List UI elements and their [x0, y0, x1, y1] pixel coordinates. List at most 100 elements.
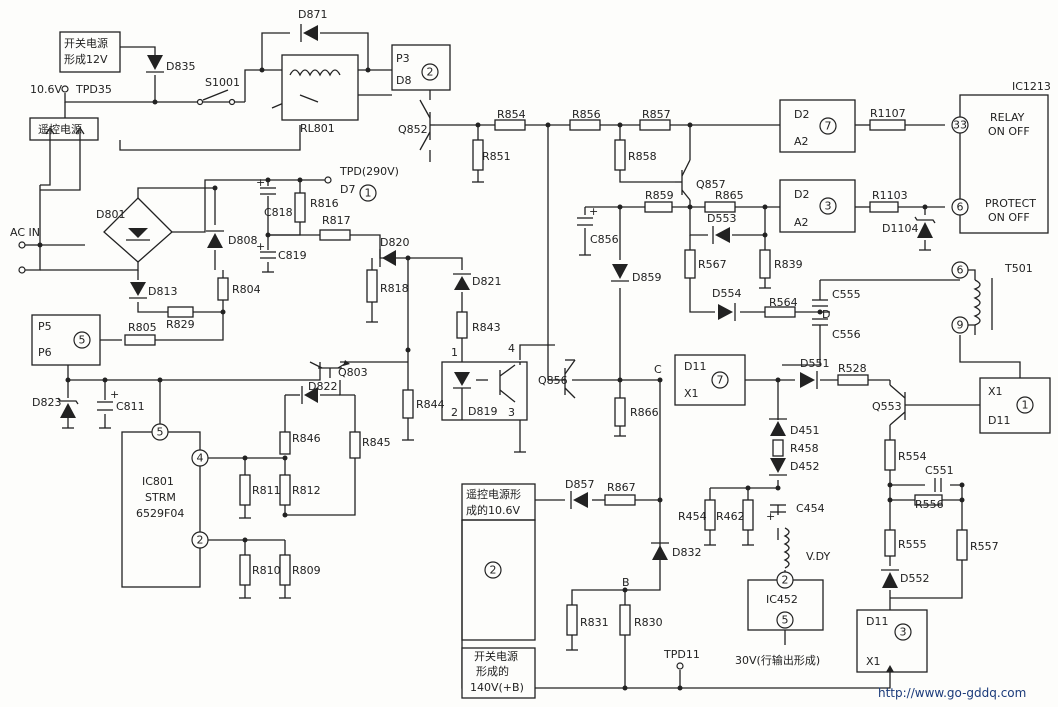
r556 [914, 494, 943, 506]
label-d7: D7 [340, 183, 355, 196]
label-oc-pin2: 2 [451, 406, 458, 419]
label-kg-12v-1: 开关电源 [64, 36, 108, 50]
d835-diode [147, 55, 163, 70]
label-r554: R554 [898, 450, 927, 463]
r809 [279, 554, 291, 586]
label-d552: D552 [900, 572, 929, 585]
label-d857: D857 [565, 478, 594, 491]
circle-3-d2a2: 3 [825, 200, 832, 213]
label-relay-onoff: ON OFF [988, 125, 1030, 138]
label-ic452: IC452 [766, 593, 798, 606]
label-c819: C819 [278, 249, 307, 262]
box-remote-power [29, 117, 99, 141]
ic801-pin5: 5 [157, 426, 164, 439]
r851 [472, 139, 484, 171]
d871-diode [303, 25, 318, 41]
label-r859: R859 [645, 189, 674, 202]
d820-diode [382, 250, 396, 266]
label-ic1213: IC1213 [1012, 80, 1051, 93]
label-tpd-290v: TPD(290V) [339, 165, 399, 178]
label-30v: 30V(行输出形成) [735, 653, 820, 667]
label-c551: C551 [925, 464, 954, 477]
label-r865: R865 [715, 189, 744, 202]
label-d820: D820 [380, 236, 409, 249]
label-c454: C454 [796, 502, 825, 515]
label-r564: R564 [769, 296, 798, 309]
d819-optocoupler [453, 362, 521, 420]
label-node-b: B [622, 576, 630, 589]
label-remote-power: 遥控电源 [38, 122, 82, 136]
label-q553: Q553 [872, 400, 902, 413]
label-r858: R858 [628, 150, 657, 163]
box-optocoupler [441, 361, 528, 421]
label-r811: R811 [252, 484, 281, 497]
junction-dots [37, 67, 965, 691]
label-r817: R817 [322, 214, 351, 227]
label-r454: R454 [678, 510, 707, 523]
svg-text:+: + [589, 205, 598, 218]
label-d813: D813 [148, 285, 177, 298]
label-d871: D871 [298, 8, 327, 21]
r854 [494, 119, 526, 131]
circle-2-p3: 2 [427, 66, 434, 79]
r846 [279, 431, 291, 455]
label-d801: D801 [96, 208, 125, 221]
r458 [772, 439, 784, 457]
label-rl801: RL801 [300, 122, 335, 135]
r817 [319, 229, 351, 241]
label-x1-bottom: X1 [866, 655, 881, 668]
tpd290-testpoint [324, 176, 332, 184]
label-d859: D859 [632, 271, 661, 284]
r845 [349, 431, 361, 459]
ic801-pin2: 2 [197, 534, 204, 547]
label-r805: R805 [128, 321, 157, 334]
label-r830: R830 [634, 616, 663, 629]
label-p6: P6 [38, 346, 52, 359]
d859-diode [612, 264, 628, 279]
transistors [309, 99, 906, 426]
label-ac-in: AC IN [10, 226, 40, 239]
d823-zener [60, 403, 76, 418]
label-d8: D8 [396, 74, 411, 87]
r1103 [869, 201, 899, 213]
label-r556: R556 [915, 498, 944, 511]
t501-pin6: 6 [957, 264, 964, 277]
s1001-switch [196, 89, 236, 106]
r865 [704, 201, 736, 213]
label-d832: D832 [672, 546, 701, 559]
label-p3: P3 [396, 52, 410, 65]
box-p3-d8 [391, 44, 451, 91]
arrow-up-d11x1 [886, 665, 894, 672]
r859 [644, 201, 673, 213]
label-d821: D821 [472, 275, 501, 288]
r818 [366, 269, 378, 303]
ic452-pin5: 5 [782, 614, 789, 627]
box-d11-x1-top [674, 354, 746, 406]
label-d553: D553 [707, 212, 736, 225]
box-relay-rl801 [281, 54, 359, 121]
label-c856: C856 [590, 233, 619, 246]
label-r1103: R1103 [872, 189, 908, 202]
label-140v-3: 140V(+B) [470, 681, 524, 694]
r804 [217, 277, 229, 301]
r557 [956, 529, 968, 561]
d553-diode [715, 227, 730, 243]
r810 [239, 554, 251, 586]
label-r816: R816 [310, 197, 339, 210]
d801-bridge [103, 197, 173, 263]
circle-2-big: 2 [490, 564, 497, 577]
t501-pin9: 9 [957, 319, 964, 332]
r816 [294, 192, 306, 223]
r555 [884, 529, 896, 557]
label-q856: Q856 [538, 374, 568, 387]
label-s1001: S1001 [205, 76, 240, 89]
box-d2-a2-relay [779, 99, 856, 153]
label-a2-bottom: A2 [794, 216, 809, 229]
label-r857: R857 [642, 108, 671, 121]
ac-in-terminal-1 [18, 241, 26, 249]
numbered-circles: 2 1 5 5 4 2 7 3 33 6 6 9 7 1 3 2 2 5 [73, 63, 1034, 641]
label-d11-bottom: D11 [866, 615, 888, 628]
q553-transistor [889, 380, 906, 426]
label-r845: R845 [362, 436, 391, 449]
box-140v [461, 647, 536, 699]
